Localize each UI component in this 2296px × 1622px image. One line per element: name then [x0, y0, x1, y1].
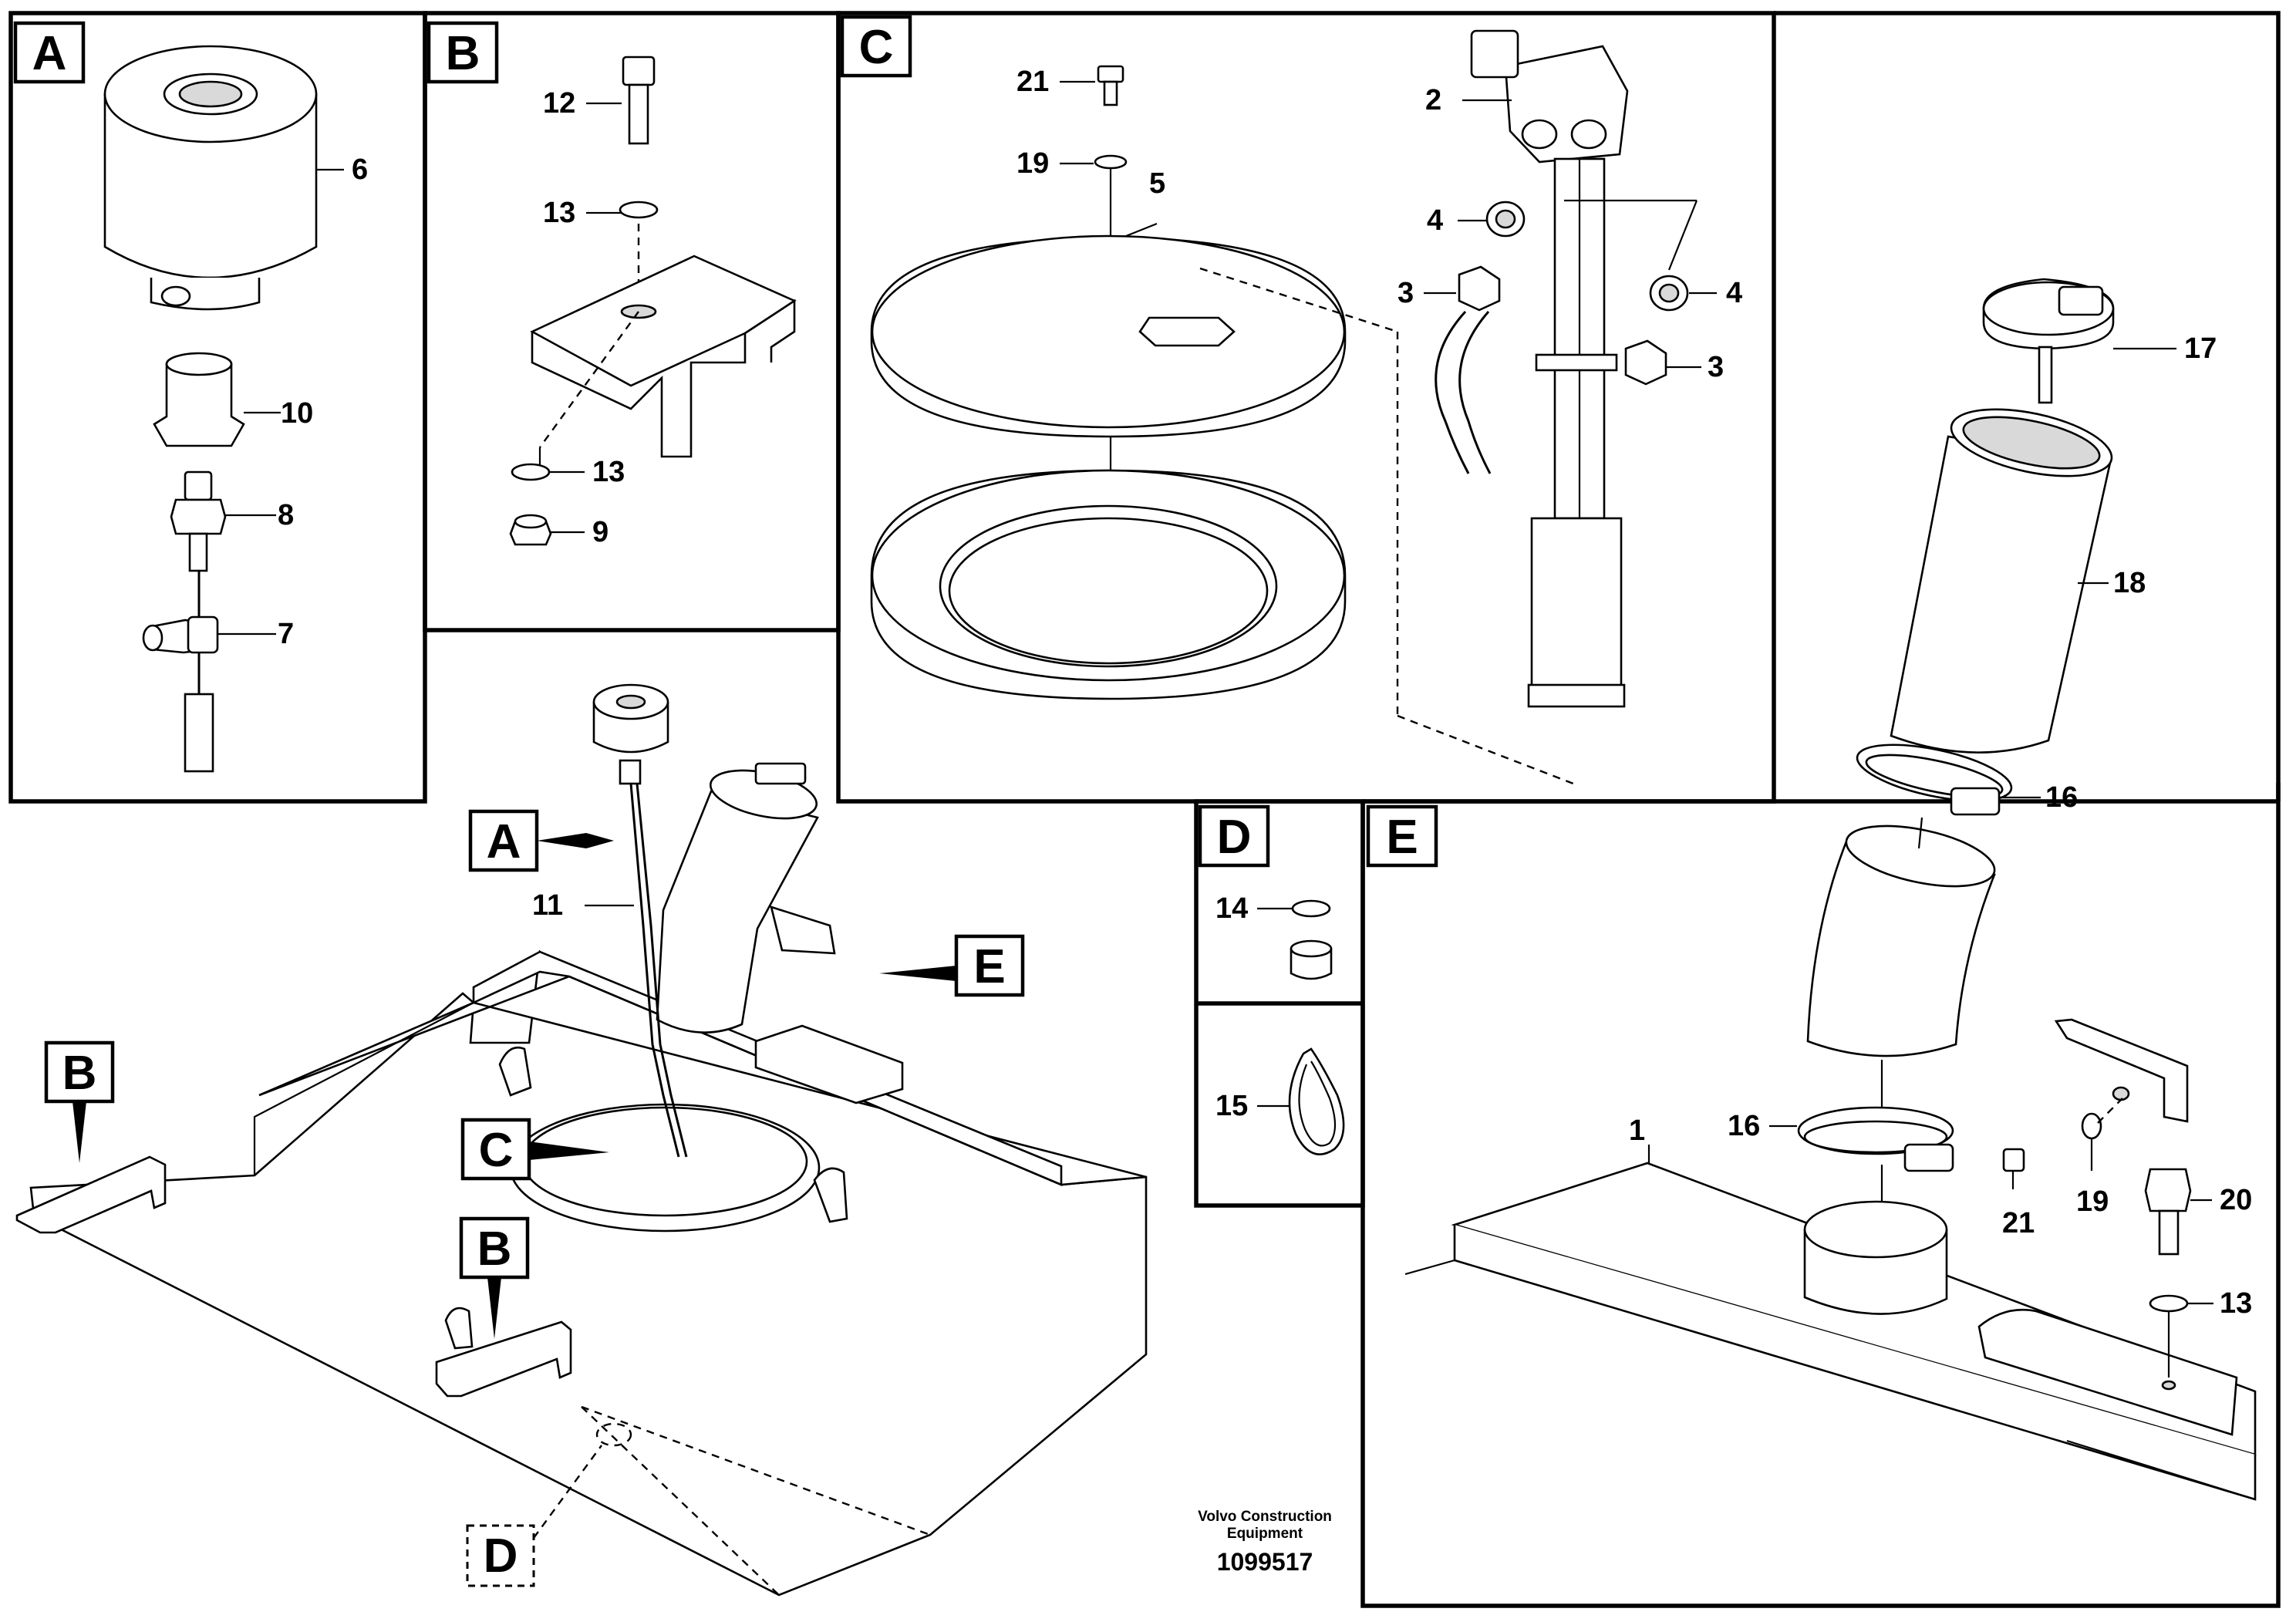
part-number-21-e: 21 [2002, 1207, 2035, 1239]
part-number-7: 7 [278, 618, 294, 650]
part-number-10: 10 [281, 397, 313, 430]
bolt [622, 56, 656, 145]
callout-b-center-box [459, 1216, 530, 1280]
part-number-13-upper: 13 [543, 197, 575, 229]
callout-c-box [460, 1118, 531, 1181]
part-number-17: 17 [2184, 332, 2217, 365]
panel-frames [8, 11, 2281, 1608]
drawing-number: 1099517 [1217, 1548, 1313, 1576]
part-number-2: 2 [1425, 84, 1441, 116]
nut [509, 514, 552, 546]
part-number-18: 18 [2113, 567, 2146, 599]
washer-lower [511, 463, 551, 481]
panel-e: E 17 18 16 [1366, 278, 2257, 1501]
part-number-3-right: 3 [1708, 351, 1724, 383]
callout-e: E [973, 940, 1005, 993]
part-number-14: 14 [1215, 892, 1248, 925]
part-number-11: 11 [532, 889, 563, 922]
part-number-13-e: 13 [2220, 1287, 2252, 1320]
washer-upper [619, 201, 659, 219]
part-number-15: 15 [1215, 1090, 1248, 1122]
callout-e-box [954, 934, 1025, 997]
hose-clamp-lower [1797, 1106, 1954, 1172]
part-number-4-left: 4 [1427, 204, 1443, 237]
panel-b-letter-box [426, 21, 499, 84]
mounting-bracket [531, 298, 796, 458]
panel-e-letter-box [1366, 804, 1438, 868]
callout-d-box [466, 1524, 535, 1587]
panel-a: A 6 10 8 [13, 21, 368, 773]
fuel-level-sender [1470, 29, 1629, 708]
part-number-3-left: 3 [1397, 277, 1414, 309]
hose-clamp-upper [1856, 744, 2013, 816]
main-tank-view: 11 A E B C B D [15, 683, 1148, 1597]
company-line-2: Equipment [1227, 1526, 1303, 1542]
panel-b-letter: B [446, 27, 480, 80]
part-number-12: 12 [543, 87, 575, 120]
part-number-19: 19 [1017, 147, 1049, 180]
filler-neck-main [656, 762, 836, 1034]
callout-d: D [484, 1529, 518, 1583]
company-line-1: Volvo Construction [1198, 1509, 1332, 1525]
drain-plug [1290, 939, 1333, 980]
nipple [170, 470, 227, 572]
part-number-20: 20 [2220, 1184, 2252, 1216]
cable-tie [1288, 1047, 1345, 1155]
part-number-8: 8 [278, 499, 294, 531]
filler-cap [1982, 278, 2115, 404]
panel-c-letter-box [840, 15, 912, 78]
part-number-16-upper: 16 [2045, 781, 2078, 814]
part-number-16-lower: 16 [1728, 1110, 1760, 1142]
callout-b-left: B [62, 1047, 97, 1100]
part-number-6: 6 [352, 153, 368, 186]
filler-tube [1890, 408, 2113, 754]
part-number-4-right: 4 [1726, 277, 1742, 309]
panel-b: B 12 13 13 9 [426, 21, 797, 548]
part-number-19-e: 19 [2076, 1185, 2109, 1218]
rubber-elbow-hose [1806, 824, 1996, 1057]
callout-b-center: B [477, 1222, 512, 1276]
panel-c-letter: C [859, 21, 894, 74]
callout-c: C [479, 1124, 514, 1177]
adapter [153, 352, 245, 447]
flange-ring [870, 469, 1347, 700]
panel-d-letter-box [1198, 804, 1270, 868]
panel-d-letter: D [1217, 811, 1252, 864]
panel-a-letter-box [13, 21, 86, 84]
bolt-20 [2144, 1168, 2192, 1256]
part-number-13-lower: 13 [592, 456, 625, 488]
panel-a-letter: A [32, 27, 67, 80]
breather-main [592, 683, 688, 1158]
panel-c: C 21 19 5 [840, 15, 1742, 785]
breather-filter [103, 45, 318, 311]
part-number-9: 9 [592, 516, 609, 548]
panel-d: D 14 15 [1198, 804, 1345, 1155]
callout-a-box [468, 809, 539, 872]
elbow-fitting [142, 615, 219, 654]
part-number-1: 1 [1629, 1114, 1645, 1147]
tank-top-panel-e [1404, 1162, 2257, 1501]
part-number-21: 21 [1017, 66, 1049, 98]
part-number-5: 5 [1149, 167, 1165, 200]
gasket-plate [870, 234, 1347, 438]
footer: Volvo Construction Equipment 1099517 [1198, 1509, 1332, 1576]
panel-e-letter: E [1386, 811, 1418, 864]
callout-a: A [487, 815, 521, 868]
